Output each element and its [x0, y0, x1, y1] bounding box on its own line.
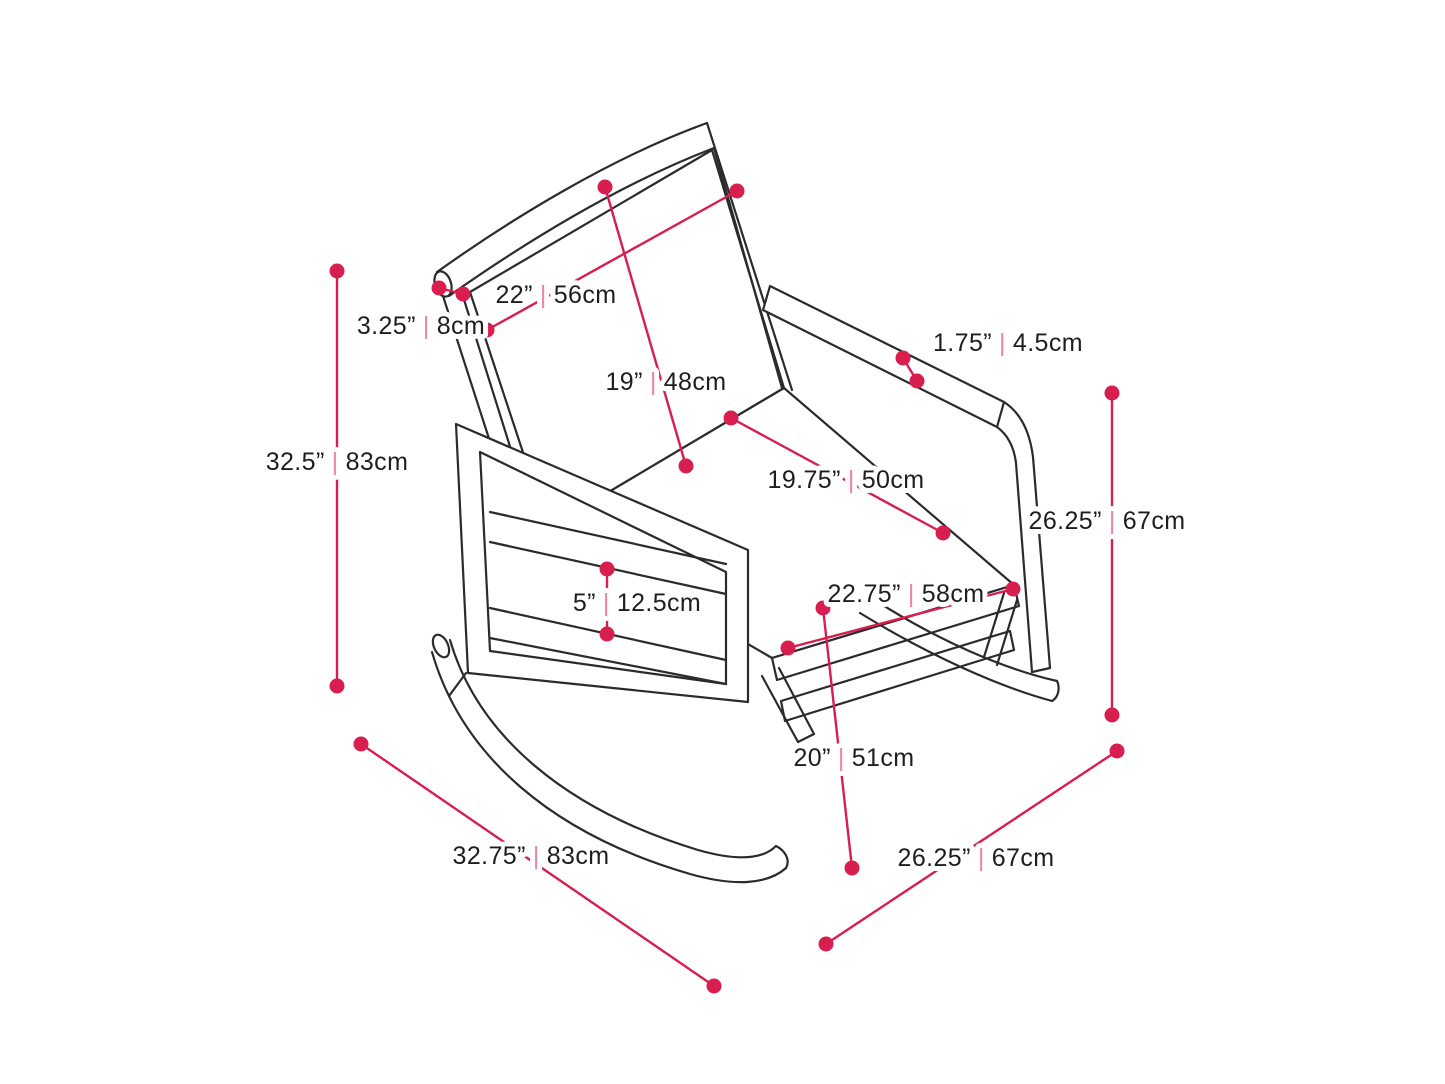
dimension-dot	[723, 410, 739, 426]
chair-left-rocker	[430, 633, 789, 884]
dimension-dot	[431, 280, 447, 296]
label-overall-depth: 32.75”|83cm	[453, 842, 610, 870]
label-seat-depth: 19.75”|50cm	[768, 466, 925, 494]
dimension-dot	[818, 936, 834, 952]
label-backrest-height: 19”|48cm	[606, 368, 727, 396]
chair-right-arm	[761, 284, 1052, 674]
dimension-dot	[599, 561, 615, 577]
label-backrest-width: 22”|56cm	[496, 281, 617, 309]
dim-seat-height	[815, 600, 860, 876]
dimension-dot	[935, 525, 951, 541]
dimension-dot	[909, 373, 925, 389]
dimension-dot	[1109, 743, 1125, 759]
dimension-dot	[1104, 707, 1120, 723]
dim-arm-tube-thickness	[895, 350, 925, 389]
dimension-dot	[353, 736, 369, 752]
dim-overall-depth	[353, 736, 722, 994]
dimension-dot	[729, 183, 745, 199]
label-side-frame-height: 26.25”|67cm	[1029, 507, 1186, 535]
dim-side-frame-height	[1104, 385, 1120, 723]
dim-overall-height	[329, 263, 345, 694]
label-seat-front-width: 22.75”|58cm	[828, 580, 985, 608]
label-overall-width: 26.25”|67cm	[898, 844, 1055, 872]
dimension-dot	[455, 286, 471, 302]
dim-backrest-width	[479, 183, 745, 338]
label-seat-height: 20”|51cm	[794, 744, 915, 772]
dim-top-tube-thickness	[431, 280, 471, 302]
chair-line-art	[430, 121, 1060, 884]
dim-backrest-height	[597, 179, 694, 474]
dimension-dot	[597, 179, 613, 195]
label-arm-tube-thickness: 1.75”|4.5cm	[933, 329, 1083, 357]
dimension-dot	[599, 626, 615, 642]
chair-left-frame	[447, 422, 750, 704]
dimension-dot	[815, 600, 831, 616]
dim-slat-gap	[599, 561, 615, 642]
dimension-dot	[780, 640, 796, 656]
dimension-dot	[479, 322, 495, 338]
label-slat-gap: 5”|12.5cm	[573, 589, 701, 617]
dimension-dot	[895, 350, 911, 366]
label-overall-height: 32.5”|83cm	[266, 448, 409, 476]
dimension-dot	[678, 458, 694, 474]
dimension-dot	[1005, 581, 1021, 597]
chair-right-rocker	[858, 595, 1060, 703]
dimension-labels: 22”|56cm 3.25”|8cm 19”|48cm 1.75”|4.5cm …	[261, 276, 1190, 877]
dimension-dot	[329, 678, 345, 694]
dimension-dot	[1104, 385, 1120, 401]
label-top-tube-thickness: 3.25”|8cm	[357, 312, 485, 340]
dimension-dot	[329, 263, 345, 279]
dim-overall-width	[818, 743, 1125, 952]
dimension-dot	[844, 860, 860, 876]
chair-front-stretcher	[760, 666, 816, 744]
dimension-lines	[329, 179, 1125, 994]
dimension-dot	[706, 978, 722, 994]
dim-seat-depth	[723, 410, 951, 541]
